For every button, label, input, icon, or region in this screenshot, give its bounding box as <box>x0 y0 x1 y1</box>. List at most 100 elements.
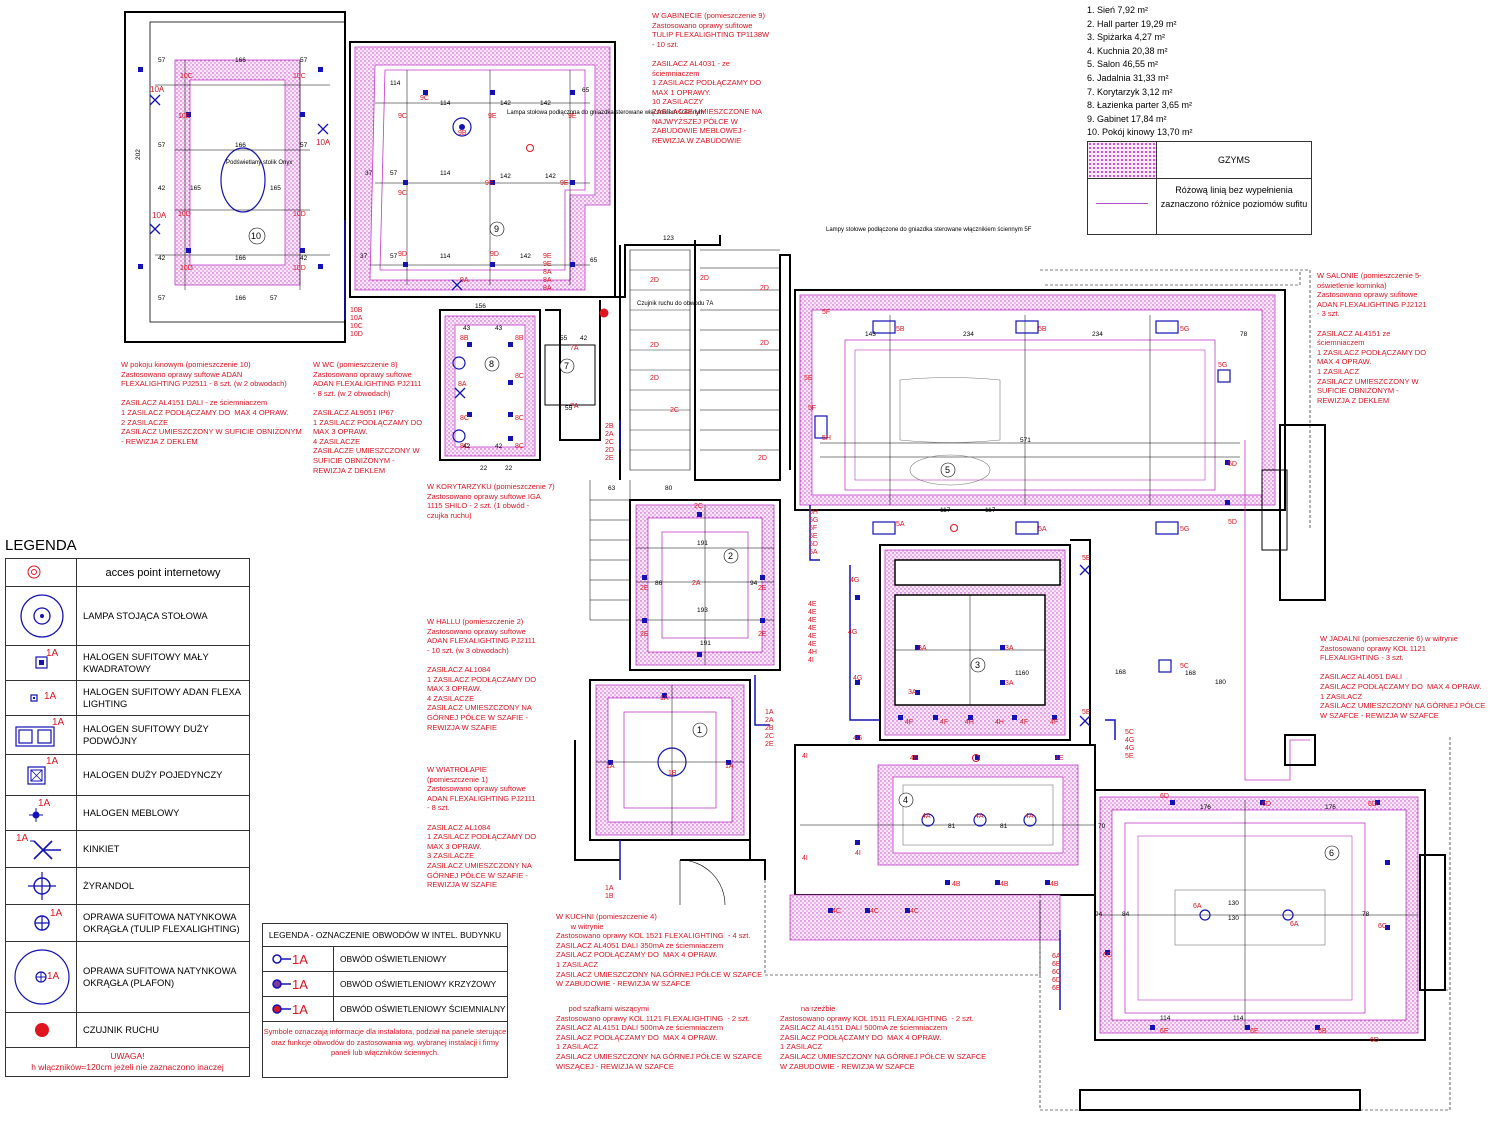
svg-text:78: 78 <box>1362 911 1370 918</box>
annotation-hall: W HALLU (pomieszczenie 2) Zastosowano op… <box>427 617 537 732</box>
svg-text:57: 57 <box>158 142 166 149</box>
circuit-row: 1A OBWÓD OŚWIETLENIOWY KRZYŻOWY <box>263 972 507 997</box>
svg-text:4E: 4E <box>808 601 817 608</box>
circuit-label: OBWÓD OŚWIETLENIOWY KRZYŻOWY <box>340 979 497 989</box>
svg-text:8A: 8A <box>543 277 552 284</box>
room-numbers: 10 9 8 7 2 1 5 3 4 6 <box>248 221 1340 861</box>
level-line-swatch <box>1088 179 1157 234</box>
svg-text:10D: 10D <box>293 211 306 218</box>
svg-text:22: 22 <box>505 465 513 472</box>
svg-text:156: 156 <box>475 303 486 310</box>
svg-text:8C: 8C <box>460 443 469 450</box>
adan-halogen-icon: 1A <box>6 681 77 715</box>
furniture-halogen-icon: 1A <box>6 796 77 830</box>
svg-text:2: 2 <box>728 551 733 561</box>
circuit-dimmer-icon: 1A <box>263 997 334 1021</box>
svg-text:6E: 6E <box>1160 1028 1169 1035</box>
svg-text:6C: 6C <box>1103 952 1112 959</box>
svg-text:4: 4 <box>903 795 908 805</box>
svg-text:4H: 4H <box>995 719 1004 726</box>
room-list-item: 8. Łazienka parter 3,65 m² <box>1087 100 1193 111</box>
svg-text:9C: 9C <box>420 95 429 102</box>
svg-text:5C: 5C <box>1180 663 1189 670</box>
svg-text:117: 117 <box>985 507 996 514</box>
svg-text:4C: 4C <box>832 908 841 915</box>
svg-text:142: 142 <box>540 100 551 107</box>
svg-text:130: 130 <box>1228 900 1239 907</box>
room-list-item: 9. Gabinet 17,84 m² <box>1087 113 1167 124</box>
svg-text:4B: 4B <box>1000 881 1009 888</box>
svg-text:9E: 9E <box>560 180 569 187</box>
svg-text:57: 57 <box>158 295 166 302</box>
circuit-standard-icon: 1A <box>263 947 334 971</box>
svg-text:2E: 2E <box>758 631 767 638</box>
svg-text:2E: 2E <box>640 631 649 638</box>
legend-row: 1A HALOGEN MEBLOWY <box>6 796 249 831</box>
svg-text:4G: 4G <box>848 629 857 636</box>
svg-text:80: 80 <box>665 485 673 492</box>
svg-text:10C: 10C <box>350 323 363 330</box>
room-1-wiatrolap <box>574 679 766 906</box>
svg-text:1A: 1A <box>605 885 614 892</box>
svg-text:6A: 6A <box>1052 953 1061 960</box>
svg-text:2C: 2C <box>670 407 679 414</box>
circuit-legend-note: Symbole oznaczają informacje dla instala… <box>263 1027 507 1057</box>
chandelier-icon <box>6 868 77 904</box>
svg-text:4G: 4G <box>1125 745 1134 752</box>
svg-text:2D: 2D <box>650 342 659 349</box>
svg-text:78: 78 <box>1240 331 1248 338</box>
svg-text:8C: 8C <box>515 415 524 422</box>
svg-text:2E: 2E <box>605 455 614 462</box>
svg-text:4I: 4I <box>802 855 808 862</box>
svg-text:5E: 5E <box>1125 753 1134 760</box>
circuit-label: OBWÓD OŚWIETLENIOWY ŚCIEMNIALNY <box>340 1004 506 1014</box>
svg-text:6A: 6A <box>1193 903 1202 910</box>
svg-text:166: 166 <box>235 57 246 64</box>
motion-sensor-note-7: Czujnik ruchu do obwodu 7A <box>637 301 714 307</box>
svg-text:7: 7 <box>564 361 569 371</box>
svg-text:10A: 10A <box>316 138 331 147</box>
svg-text:142: 142 <box>500 173 511 180</box>
table-lamp-note-9: Lampa stołowa podłączona do gniazdka ste… <box>507 110 705 116</box>
svg-text:2D: 2D <box>605 447 614 454</box>
svg-text:5A: 5A <box>1038 526 1047 533</box>
legend-note-title: UWAGA! <box>110 1051 145 1061</box>
access-point-icon <box>6 559 77 586</box>
legend-title: LEGENDA <box>5 537 77 554</box>
svg-text:5D: 5D <box>809 541 818 548</box>
room-list-item: 7. Korytarzyk 3,12 m² <box>1087 86 1173 97</box>
circuit-cross-icon: 1A <box>263 972 334 996</box>
svg-text:9B: 9B <box>458 130 467 137</box>
svg-text:55: 55 <box>565 405 573 412</box>
svg-text:5H: 5H <box>809 509 818 516</box>
onyx-table-note: Podświetlany stolik Onyx <box>226 160 293 166</box>
svg-text:81: 81 <box>948 823 956 830</box>
svg-text:4C: 4C <box>870 908 879 915</box>
svg-text:4G: 4G <box>853 735 862 742</box>
wall-lamp-icon: 1A <box>6 831 77 867</box>
svg-text:10C: 10C <box>180 73 193 80</box>
legend-row: 1A HALOGEN SUFITOWY MAŁY KWADRATOWY <box>6 646 249 681</box>
svg-text:5G: 5G <box>1180 326 1189 333</box>
svg-text:10: 10 <box>251 231 261 241</box>
svg-text:3A: 3A <box>908 689 917 696</box>
svg-text:3A: 3A <box>1005 645 1014 652</box>
svg-text:5F: 5F <box>808 405 816 412</box>
svg-text:176: 176 <box>1200 804 1211 811</box>
svg-text:9E: 9E <box>488 113 497 120</box>
svg-text:166: 166 <box>235 295 246 302</box>
svg-text:4G: 4G <box>1125 737 1134 744</box>
circuit-row: 1A OBWÓD OŚWIETLENIOWY ŚCIEMNIALNY <box>263 997 507 1022</box>
room-5-salon <box>794 269 1326 601</box>
legend-row: 1A OPRAWA SUFITOWA NATYNKOWA OKRĄGŁA (TU… <box>6 905 249 942</box>
svg-text:165: 165 <box>270 185 281 192</box>
svg-text:63: 63 <box>608 485 616 492</box>
annotation-kinowy: W pokoju kinowym (pomieszczenie 10) Zast… <box>121 360 302 446</box>
tulip-fixture-icon: 1A <box>6 905 77 941</box>
svg-text:55: 55 <box>560 335 568 342</box>
svg-text:234: 234 <box>1092 331 1103 338</box>
svg-text:4I: 4I <box>802 753 808 760</box>
svg-text:114: 114 <box>440 100 451 107</box>
